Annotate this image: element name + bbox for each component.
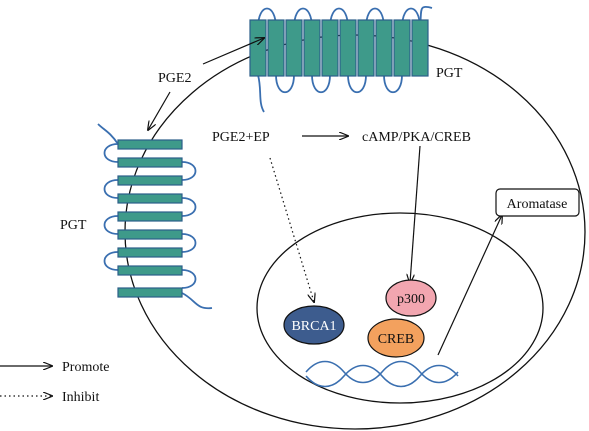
transmembrane-helix: [249, 19, 267, 77]
creb-label: CREB: [378, 332, 415, 347]
transmembrane-helix: [393, 19, 411, 77]
pgt-left-label: PGT: [60, 218, 87, 233]
transporter-tail-bottom: [181, 292, 213, 310]
cell-membrane: [124, 34, 586, 430]
transmembrane-helix: [411, 19, 429, 77]
transmembrane-helix: [267, 19, 285, 77]
legend-promote-label: Promote: [62, 360, 109, 375]
transporter-tail-left: [257, 74, 265, 113]
transmembrane-helix: [117, 211, 183, 222]
camp-pka-creb-label: cAMP/PKA/CREB: [362, 130, 471, 145]
transporter-loops: [103, 143, 197, 289]
transmembrane-helix: [117, 229, 183, 240]
transmembrane-helix: [117, 247, 183, 258]
pge2-ep-label: PGE2+EP: [212, 130, 270, 145]
pge2-to-top-pgt-arrow: [202, 38, 264, 65]
dna-to-aromatase-arrow: [437, 215, 502, 356]
pge2ep-inhibit-brca1-arrow: [269, 157, 314, 302]
brca1-label: BRCA1: [291, 319, 336, 334]
transmembrane-helix: [117, 193, 183, 204]
legend: Promote Inhibit: [0, 360, 109, 405]
transmembrane-helix: [117, 139, 183, 150]
transporter-loops: [257, 7, 421, 94]
brca1-node: [283, 305, 345, 345]
pge2-to-left-pgt-arrow: [148, 91, 171, 130]
legend-inhibit-label: Inhibit: [62, 390, 99, 405]
creb-node: [367, 318, 425, 358]
nucleus: [256, 212, 544, 404]
pgt-transporter-left: [97, 123, 213, 310]
dna-strand: [305, 360, 459, 384]
transmembrane-helix: [375, 19, 393, 77]
transporter-tail-top: [97, 123, 119, 145]
p300-node: [385, 279, 437, 317]
transmembrane-helix: [339, 19, 357, 77]
dna-double-helix: [305, 360, 459, 388]
transmembrane-helix: [117, 157, 183, 168]
pge2-label: PGE2: [158, 71, 191, 86]
camp-to-p300-arrow: [410, 145, 421, 283]
aromatase-box: [495, 188, 580, 217]
aromatase-label: Aromatase: [507, 197, 568, 212]
transmembrane-helix: [357, 19, 375, 77]
pgt-top-label: PGT: [436, 66, 463, 81]
transmembrane-helix: [117, 265, 183, 276]
dna-strand: [305, 364, 459, 388]
transmembrane-helix: [321, 19, 339, 77]
pgt-transporter-top: [249, 6, 433, 113]
transmembrane-helix: [303, 19, 321, 77]
transmembrane-helix: [117, 287, 183, 298]
transmembrane-helix: [285, 19, 303, 77]
transmembrane-helix: [117, 175, 183, 186]
p300-label: p300: [397, 292, 425, 307]
